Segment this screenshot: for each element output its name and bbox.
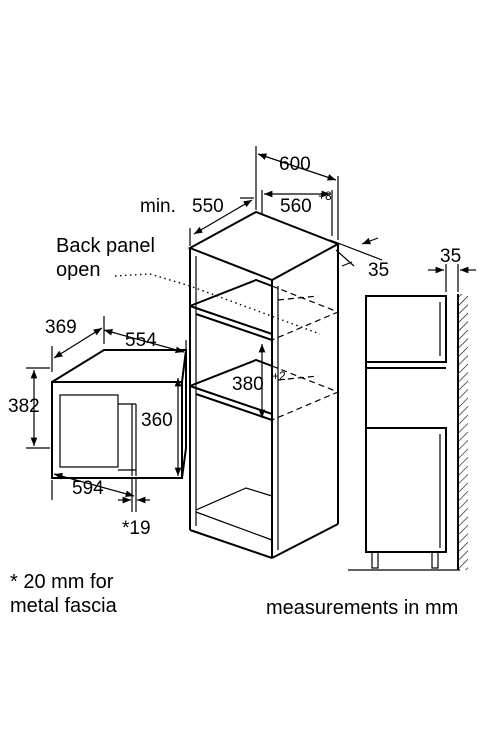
appliance-height-label: 382 bbox=[8, 396, 40, 417]
niche-height-label: 380 bbox=[232, 374, 264, 395]
front-width-dimension-line bbox=[53, 472, 135, 498]
niche-height-tolerance: +2 bbox=[272, 369, 286, 383]
appliance-width-label: 554 bbox=[125, 330, 157, 351]
side-section-drawing: 35 bbox=[348, 246, 476, 571]
cabinet-depth-label: 550 bbox=[192, 196, 224, 217]
niche-width-label: 560 bbox=[280, 196, 312, 217]
appliance-front-width-label: 594 bbox=[72, 478, 104, 499]
cabinet-drawing: 600 min. 550 560 +8 35 380 +2 Back panel… bbox=[56, 146, 389, 559]
upper-niche-dashed bbox=[271, 285, 340, 341]
cabinet-width-label: 600 bbox=[279, 154, 311, 175]
back-panel-leader bbox=[114, 273, 321, 335]
rear-gap-label: 35 bbox=[368, 260, 389, 281]
cabinet-depth-dimension-line bbox=[193, 199, 253, 235]
fascia-note-line1: * 20 mm for bbox=[10, 571, 114, 593]
width-dimension-line bbox=[103, 328, 185, 354]
appliance-window bbox=[59, 394, 119, 468]
cabinet-depth-prefix: min. bbox=[140, 196, 176, 217]
appliance-side bbox=[181, 350, 187, 479]
back-panel-label-line1: Back panel bbox=[56, 235, 155, 257]
section-niche bbox=[365, 295, 447, 363]
fascia-offset-label: *19 bbox=[122, 518, 151, 539]
side-gap-label: 35 bbox=[440, 246, 461, 267]
section-lower-cabinet bbox=[365, 427, 447, 553]
appliance-drawing: 369 554 382 360 594 *19 bbox=[8, 316, 188, 539]
wall-hatch bbox=[458, 294, 468, 570]
fascia-note-line2: metal fascia bbox=[10, 595, 118, 617]
lower-niche-dashed bbox=[271, 365, 340, 421]
depth-dimension-line bbox=[53, 327, 103, 359]
units-note: measurements in mm bbox=[266, 597, 458, 619]
cabinet-width-dimension-line bbox=[257, 153, 337, 181]
appliance-depth-label: 369 bbox=[45, 317, 77, 338]
appliance-front-height-label: 360 bbox=[141, 410, 173, 431]
cabinet-top bbox=[187, 210, 341, 282]
back-panel-label-line2: open bbox=[56, 259, 101, 281]
appliance-top bbox=[51, 349, 188, 383]
niche-width-tolerance: +8 bbox=[318, 189, 332, 203]
